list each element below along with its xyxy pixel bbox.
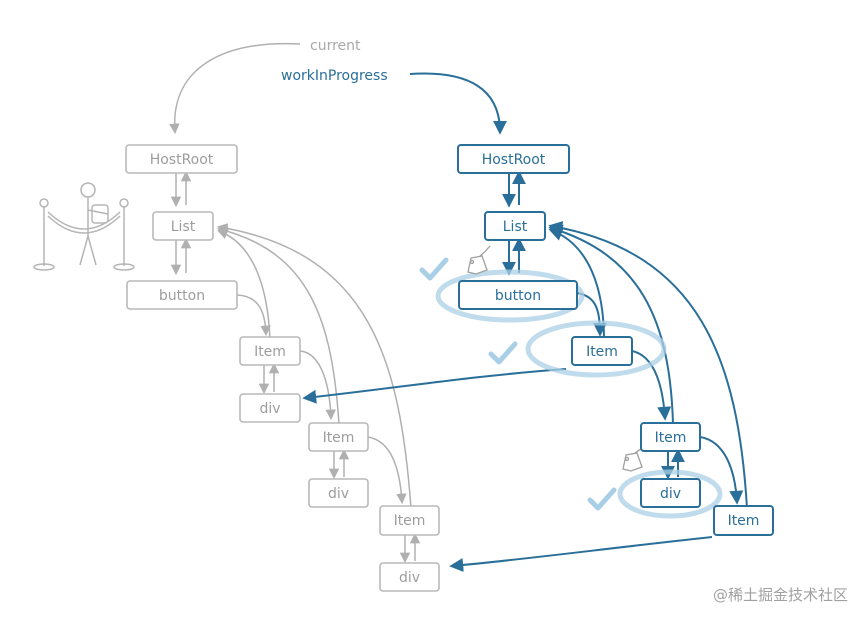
wip-item-label-2: Item	[655, 430, 687, 446]
current-div-node-3: div	[379, 562, 440, 592]
wip-item-node-1: Item	[571, 336, 633, 366]
current-tree-connectors	[170, 170, 421, 564]
work-in-progress-tree-connectors	[302, 170, 748, 572]
current-div-node-1: div	[239, 393, 301, 423]
current-item-node-1: Item	[239, 336, 301, 366]
current-list-label: List	[171, 219, 196, 235]
wip-div-label-2: div	[660, 486, 681, 502]
wip-host-root-label: HostRoot	[482, 152, 546, 168]
current-div-label-2: div	[328, 486, 349, 502]
wip-item-node-3: Item	[713, 505, 774, 536]
wip-item-label-1: Item	[586, 344, 618, 360]
current-div-node-2: div	[308, 478, 369, 508]
current-host-root-label: HostRoot	[150, 152, 214, 168]
current-button-node: button	[126, 280, 238, 310]
current-div-label-1: div	[259, 401, 280, 417]
current-div-label-3: div	[399, 570, 420, 586]
wip-list-label: List	[503, 219, 528, 235]
wip-button-label: button	[495, 288, 541, 304]
wip-host-root-node: HostRoot	[457, 144, 570, 174]
current-item-label-3: Item	[394, 513, 426, 529]
work-in-progress-pointer-label: workInProgress	[281, 68, 388, 84]
watermark-text: @稀土掘金技术社区	[713, 586, 848, 604]
current-item-node-2: Item	[308, 422, 369, 452]
completed-work-highlights	[419, 257, 723, 519]
effect-tags	[467, 245, 646, 472]
current-item-label-2: Item	[323, 430, 355, 446]
current-pointer-label: current	[310, 38, 361, 54]
wip-item-node-2: Item	[640, 422, 701, 452]
wip-list-node: List	[484, 211, 546, 241]
work-in-progress-pointer-arrow	[409, 72, 507, 135]
current-button-label: button	[159, 288, 205, 304]
wip-div-node-2: div	[640, 478, 701, 508]
current-host-root-node: HostRoot	[125, 144, 238, 174]
current-item-label-1: Item	[254, 344, 286, 360]
wip-button-node: button	[458, 280, 578, 310]
current-pointer-arrow	[169, 42, 301, 135]
velvet-rope-guard-illustration	[33, 182, 135, 271]
wip-item-label-3: Item	[728, 513, 760, 529]
current-item-node-3: Item	[379, 505, 440, 536]
current-list-node: List	[152, 211, 214, 241]
